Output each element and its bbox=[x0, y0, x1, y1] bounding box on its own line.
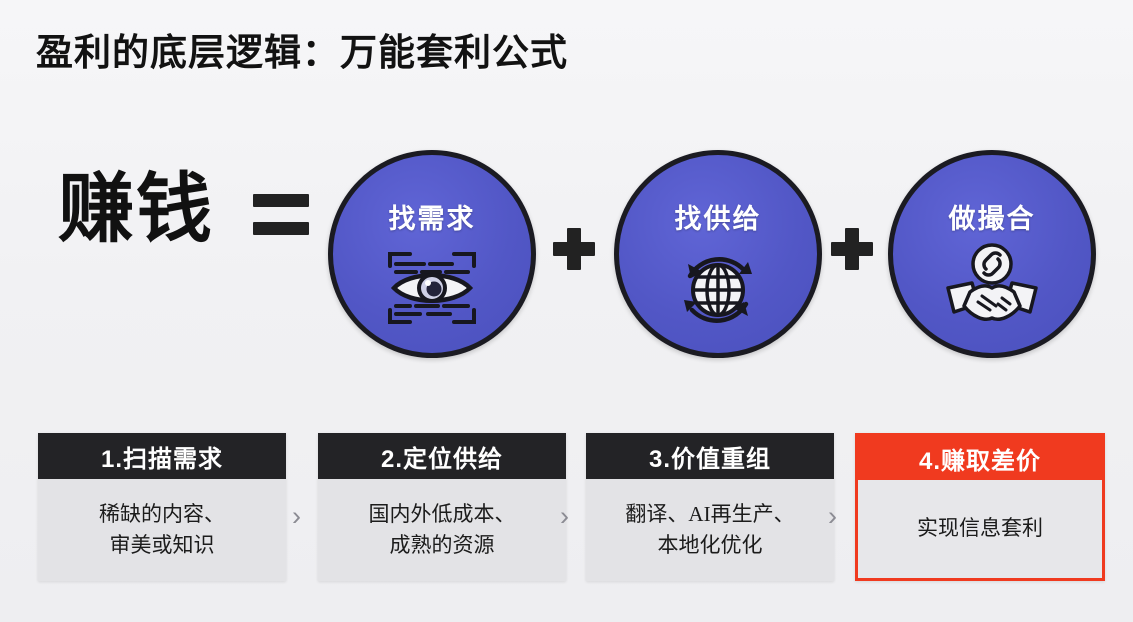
step-body-line: 审美或知识 bbox=[109, 533, 215, 557]
handshake-link-icon bbox=[940, 240, 1044, 336]
step-card-3[interactable]: 3.价值重组 翻译、AI再生产、 本地化优化 bbox=[586, 433, 834, 581]
step-card-4[interactable]: 4.赚取差价 实现信息套利 bbox=[855, 433, 1105, 581]
step-body: 稀缺的内容、 审美或知识 bbox=[38, 479, 286, 581]
step-heading: 3.价值重组 bbox=[586, 433, 834, 479]
equals-icon bbox=[253, 192, 309, 238]
step-body-line: 稀缺的内容、 bbox=[99, 501, 225, 526]
step-body: 国内外低成本、 成熟的资源 bbox=[318, 479, 566, 581]
step-heading: 4.赚取差价 bbox=[858, 436, 1102, 480]
plus-icon-2 bbox=[831, 228, 873, 270]
step-body: 翻译、AI再生产、 本地化优化 bbox=[586, 479, 834, 581]
formula-circle-matchmaking[interactable]: 做撮合 bbox=[888, 150, 1096, 358]
formula-subject: 赚钱 bbox=[58, 167, 214, 252]
eye-scan-icon bbox=[380, 240, 484, 336]
circle-label: 找供给 bbox=[674, 204, 762, 234]
page-title: 盈利的底层逻辑：万能套利公式 bbox=[36, 32, 568, 73]
step-body-line: 翻译、AI再生产、 bbox=[625, 501, 795, 526]
step-body-line: 成熟的资源 bbox=[389, 533, 495, 557]
step-heading: 1.扫描需求 bbox=[38, 433, 286, 479]
chevron-right-icon-2: › bbox=[560, 501, 569, 531]
steps-row: 1.扫描需求 稀缺的内容、 审美或知识 › 2.定位供给 国内外低成本、 成熟的… bbox=[0, 425, 1133, 590]
plus-icon-1 bbox=[553, 228, 595, 270]
globe-cycle-icon bbox=[666, 240, 770, 336]
formula-circle-find-supply[interactable]: 找供给 bbox=[614, 150, 822, 358]
circle-label: 做撮合 bbox=[948, 204, 1036, 234]
step-body-line: 国内外低成本、 bbox=[368, 501, 516, 526]
step-body: 实现信息套利 bbox=[858, 480, 1102, 578]
step-card-2[interactable]: 2.定位供给 国内外低成本、 成熟的资源 bbox=[318, 433, 566, 581]
circle-label: 找需求 bbox=[388, 204, 476, 234]
step-heading: 2.定位供给 bbox=[318, 433, 566, 479]
formula-row: 赚钱 找需求 bbox=[0, 140, 1133, 370]
step-body-line: 本地化优化 bbox=[657, 533, 763, 557]
step-body-line: 实现信息套利 bbox=[917, 516, 1043, 541]
chevron-right-icon-3: › bbox=[828, 501, 837, 531]
formula-circle-find-demand[interactable]: 找需求 bbox=[328, 150, 536, 358]
step-card-1[interactable]: 1.扫描需求 稀缺的内容、 审美或知识 bbox=[38, 433, 286, 581]
chevron-right-icon-1: › bbox=[292, 501, 301, 531]
